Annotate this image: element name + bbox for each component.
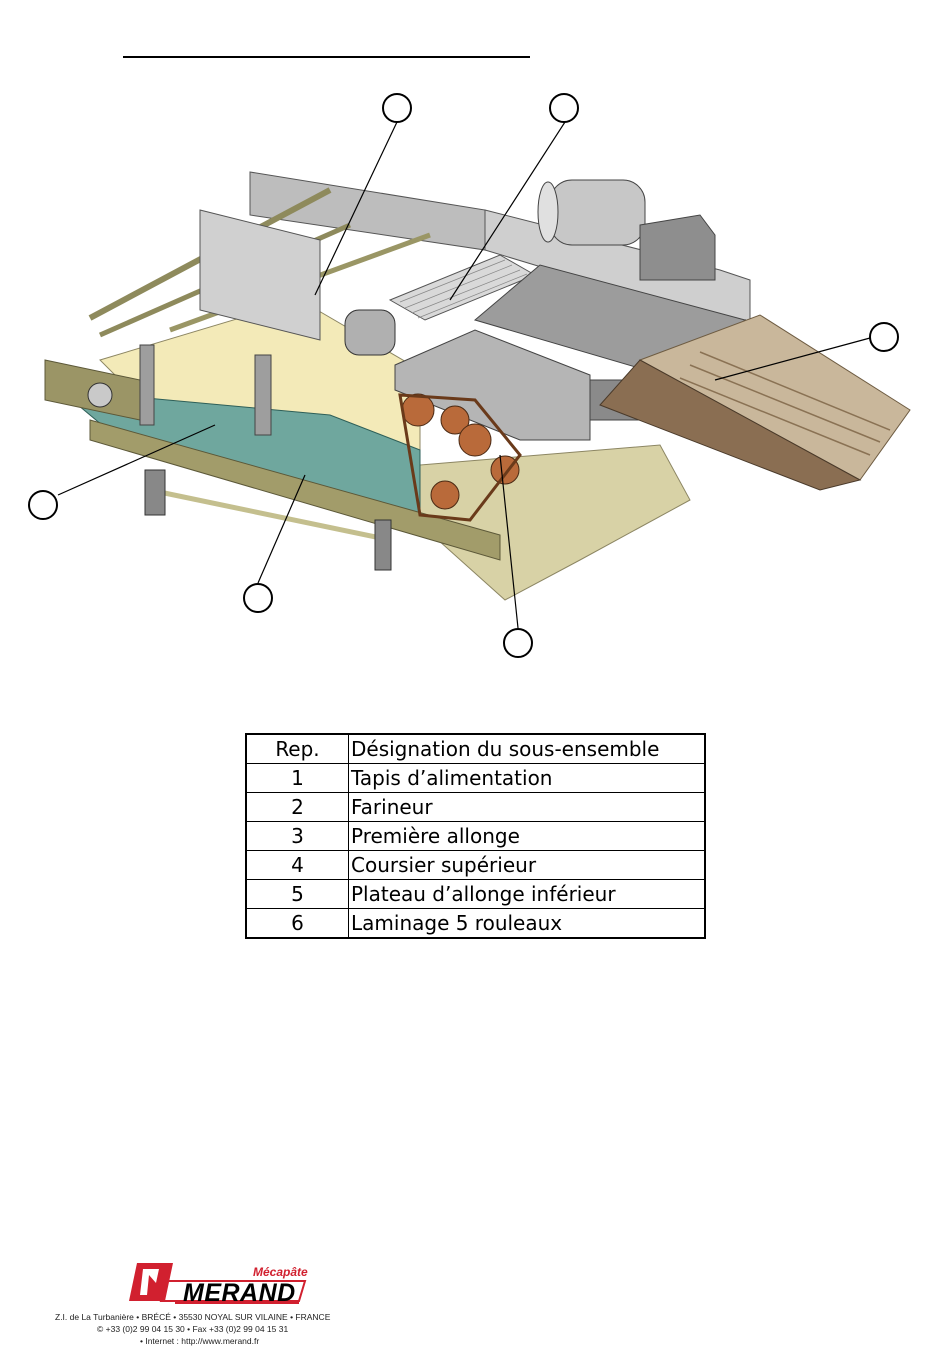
footer-phone-fax: © +33 (0)2 99 04 15 30 • Fax +33 (0)2 99… xyxy=(97,1324,289,1334)
row-rep: 3 xyxy=(245,821,349,851)
footer-internet: • Internet : http://www.merand.fr xyxy=(140,1336,260,1346)
row-designation: Coursier supérieur xyxy=(348,850,706,880)
table-row: 1 Tapis d’alimentation xyxy=(245,763,706,793)
table-header-row: Rep. Désignation du sous-ensemble xyxy=(245,733,706,764)
title-underline xyxy=(123,56,530,58)
company-footer: Mécapâte MERAND Z.I. de La Turbanière • … xyxy=(55,1255,375,1350)
header-designation: Désignation du sous-ensemble xyxy=(348,733,706,764)
row-rep: 4 xyxy=(245,850,349,880)
row-designation: Farineur xyxy=(348,792,706,822)
machine-illustration xyxy=(44,121,911,629)
table-row: 4 Coursier supérieur xyxy=(245,850,706,880)
brand-tagline: Mécapâte xyxy=(253,1265,308,1279)
table-row: 5 Plateau d’allonge inférieur xyxy=(245,879,706,909)
row-rep: 6 xyxy=(245,908,349,939)
row-rep: 2 xyxy=(245,792,349,822)
header-rep: Rep. xyxy=(245,733,349,764)
row-designation: Tapis d’alimentation xyxy=(348,763,706,793)
footer-address: Z.I. de La Turbanière • BRÉCÉ • 35530 NO… xyxy=(55,1312,331,1322)
merand-logo-icon xyxy=(129,1263,307,1304)
row-designation: Plateau d’allonge inférieur xyxy=(348,879,706,909)
parts-table: Rep. Désignation du sous-ensemble 1 Tapi… xyxy=(245,733,706,939)
row-designation: Laminage 5 rouleaux xyxy=(348,908,706,939)
callout-circle-4 xyxy=(28,490,58,520)
brand-name: MERAND xyxy=(183,1279,296,1307)
callout-circle-6 xyxy=(503,628,533,658)
table-row: 2 Farineur xyxy=(245,792,706,822)
row-rep: 1 xyxy=(245,763,349,793)
callout-circle-3 xyxy=(869,322,899,352)
table-row: 3 Première allonge xyxy=(245,821,706,851)
row-designation: Première allonge xyxy=(348,821,706,851)
callout-circle-5 xyxy=(243,583,273,613)
row-rep: 5 xyxy=(245,879,349,909)
callout-circle-1 xyxy=(382,93,412,123)
table-row: 6 Laminage 5 rouleaux xyxy=(245,908,706,939)
callout-circle-2 xyxy=(549,93,579,123)
